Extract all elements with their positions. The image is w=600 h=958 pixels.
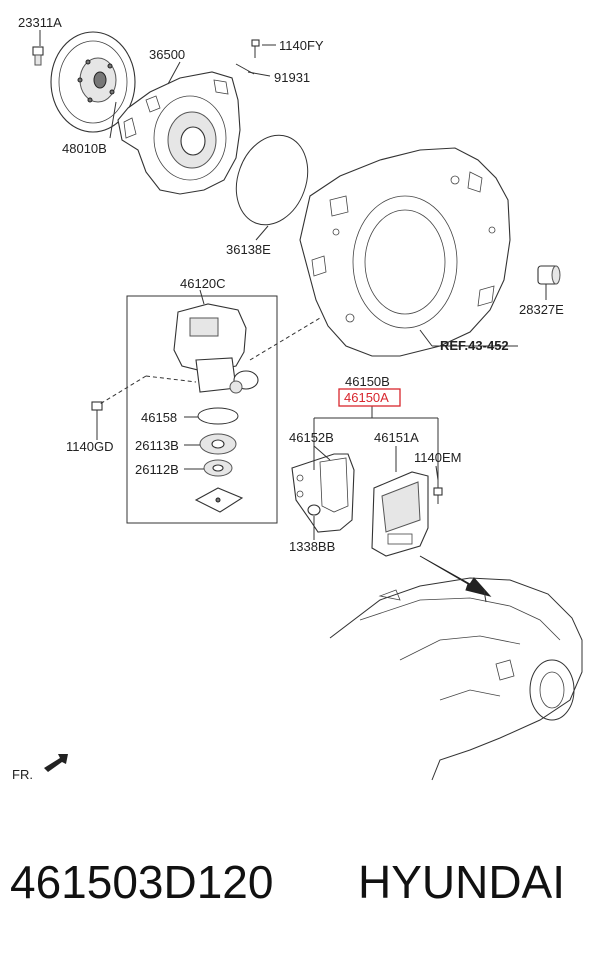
label-26112b: 26112B (135, 462, 179, 477)
bolt-23311a (32, 46, 44, 66)
label-1140gd: 1140GD (66, 439, 113, 454)
label-fr: FR. (12, 767, 33, 782)
oil-pump-46120c (173, 303, 259, 394)
bushing-28327e (537, 265, 561, 285)
part-number: 461503D120 (10, 856, 274, 908)
o-ring-36138e (235, 134, 309, 226)
pump-cover (194, 487, 244, 513)
label-36138e: 36138E (226, 242, 271, 257)
transmission-case (299, 147, 511, 357)
front-arrow-icon (44, 754, 68, 772)
gear-26113b (199, 433, 237, 455)
bolt-1140fy (251, 39, 260, 58)
nut-1338bb (307, 504, 321, 516)
highlight-box-46150a (338, 388, 401, 407)
bolt-1140em (433, 487, 443, 504)
label-28327e: 28327E (519, 302, 564, 317)
label-48010b: 48010B (62, 141, 107, 156)
label-23311a: 23311A (18, 15, 62, 30)
drive-plate-48010b (50, 31, 136, 133)
vehicle-outline (329, 577, 583, 781)
label-26113b: 26113B (135, 438, 179, 453)
housing-36500 (117, 71, 241, 195)
label-46158: 46158 (141, 410, 177, 425)
label-36500: 36500 (149, 47, 185, 62)
label-ref: REF.43-452 (440, 338, 509, 353)
label-46120c: 46120C (180, 276, 226, 291)
gear-26112b (203, 459, 233, 477)
label-1140em: 1140EM (414, 450, 461, 465)
label-1338bb: 1338BB (289, 539, 335, 554)
bolt-1140gd (91, 401, 103, 430)
o-ring-46158 (197, 407, 239, 425)
label-91931: 91931 (274, 70, 310, 85)
brand-name: HYUNDAI (358, 856, 566, 908)
label-46150b: 46150B (345, 374, 390, 389)
tcu-46151a (371, 471, 429, 557)
bracket-46152b (291, 453, 355, 533)
label-46152b: 46152B (289, 430, 334, 445)
parts-diagram: 23311A 36500 1140FY 91931 48010B 36138E … (12, 15, 583, 782)
label-46151a: 46151A (374, 430, 419, 445)
label-1140fy: 1140FY (279, 38, 324, 53)
label-46150a: 46150A (344, 390, 389, 405)
